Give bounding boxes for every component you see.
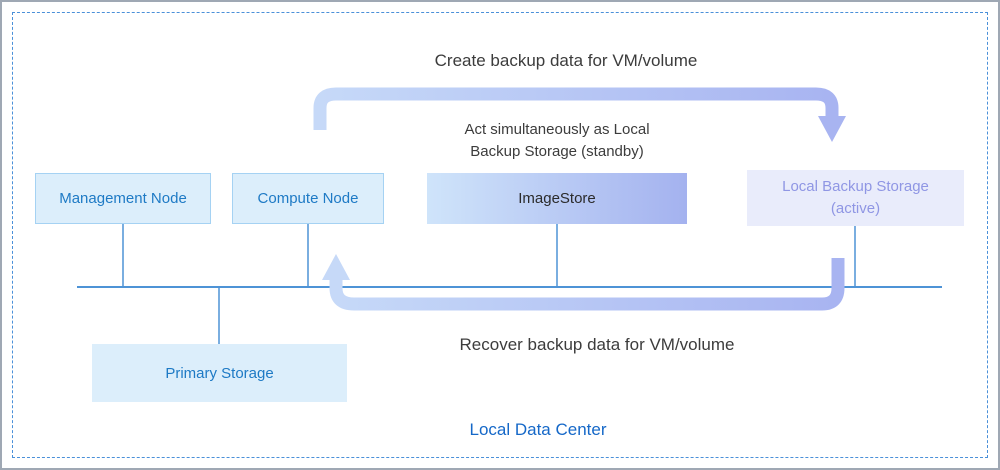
primary-storage-label: Primary Storage: [165, 364, 274, 382]
local-backup-storage-state: (active): [830, 200, 881, 217]
local-backup-storage-box: Local Backup Storage (active): [747, 170, 964, 226]
create-backup-label: Create backup data for VM/volume: [434, 51, 698, 70]
imagestore-note: Act simultaneously as Local Backup Stora…: [407, 119, 707, 163]
recover-backup-arrowhead: [322, 254, 350, 280]
recover-backup-label: Recover backup data for VM/volume: [459, 335, 735, 354]
imagestore-note-line2: Backup Storage (standby): [470, 142, 644, 160]
management-node-box: Management Node: [35, 173, 211, 224]
compute-node-box: Compute Node: [232, 173, 384, 224]
create-backup-arrow: [313, 87, 839, 130]
datacenter-title: Local Data Center: [469, 420, 607, 439]
primary-storage-box: Primary Storage: [92, 344, 347, 402]
recover-backup-arrow: [329, 258, 845, 311]
imagestore-label: ImageStore: [518, 190, 596, 207]
node-connectors: [122, 224, 856, 344]
local-backup-storage-label: Local Backup Storage: [782, 178, 929, 196]
compute-node-label: Compute Node: [257, 190, 359, 207]
management-node-label: Management Node: [59, 190, 187, 207]
imagestore-note-line1: Act simultaneously as Local: [464, 121, 650, 138]
imagestore-box: ImageStore: [427, 173, 687, 224]
create-backup-arrowhead: [818, 116, 846, 142]
